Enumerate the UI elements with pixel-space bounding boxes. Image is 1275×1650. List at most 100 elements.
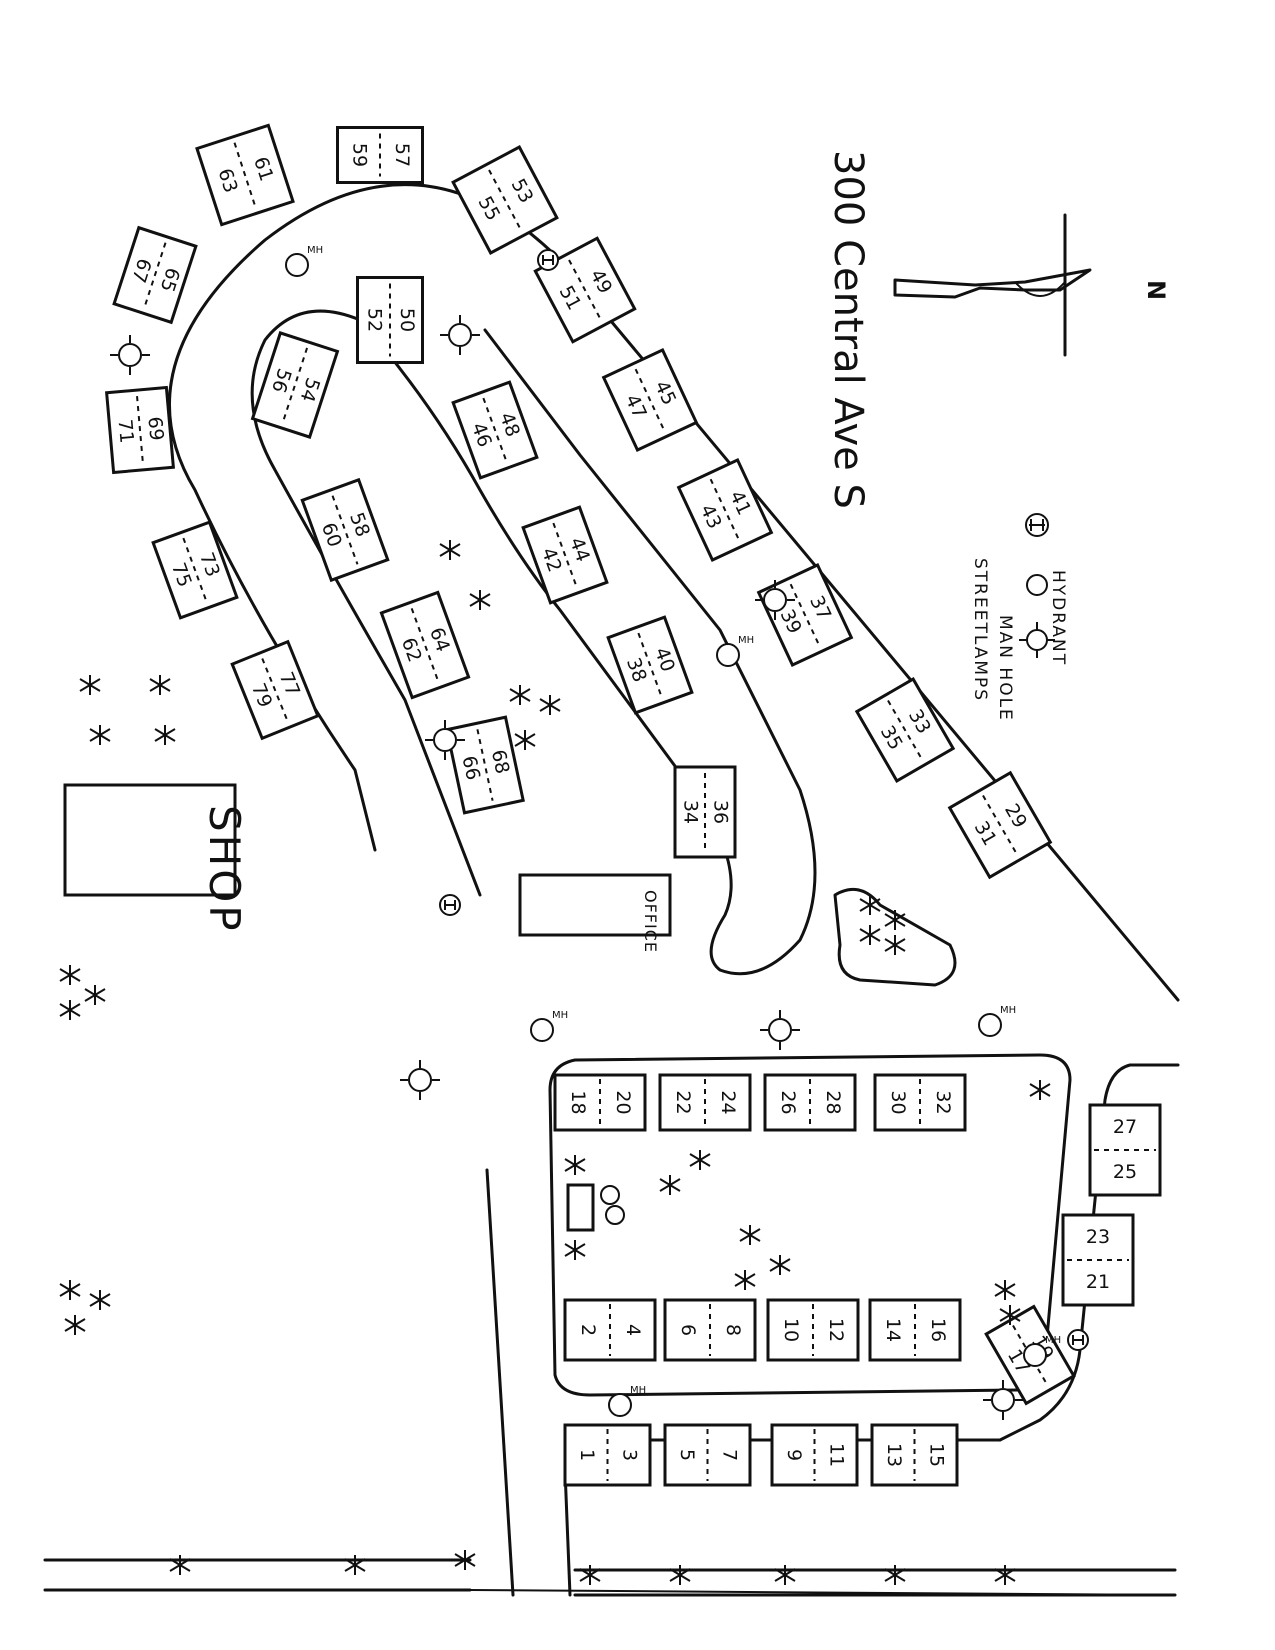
lot-number: 25	[1113, 1161, 1137, 1183]
shrub-icon	[884, 935, 906, 955]
shrub-icon	[564, 1155, 586, 1175]
shrub-icon	[89, 1290, 111, 1310]
lot-outline	[770, 1423, 859, 1487]
office-building: OFFICE	[518, 873, 672, 953]
lot-number: 32	[932, 1090, 954, 1114]
lot-outline	[300, 477, 390, 583]
lot-number: 6	[677, 1324, 699, 1336]
shrub-icon	[659, 1175, 681, 1195]
shrub-icon	[999, 1305, 1021, 1325]
lot-number: 4	[622, 1324, 644, 1336]
lot-number: 12	[825, 1318, 847, 1342]
lot-divider	[182, 537, 208, 603]
manhole-label: MH	[1045, 1335, 1061, 1346]
shrub-icon	[64, 1315, 86, 1335]
lot-number: 3	[618, 1449, 640, 1461]
lot-outline	[663, 1298, 757, 1362]
triangle-island	[833, 887, 957, 987]
shrub-icon	[884, 910, 906, 930]
lot-outline	[868, 1298, 962, 1362]
shrub-icon	[514, 730, 536, 750]
lot-number: 57	[391, 143, 413, 167]
lot-divider	[136, 396, 144, 464]
hydrant-icon	[537, 249, 559, 271]
shrub-icon	[59, 1280, 81, 1300]
legend-streetlamp	[1019, 622, 1055, 658]
lot-number: 27	[1113, 1116, 1137, 1138]
street-name: 300 Central Ave S	[825, 150, 871, 509]
lot-outline	[563, 1298, 657, 1362]
north-arrow-icon: N	[893, 213, 1170, 357]
lot-divider	[637, 632, 663, 698]
lot-divider	[488, 169, 522, 231]
shrub-icon	[734, 1270, 756, 1290]
legend-symbols	[1019, 574, 1055, 658]
lot-outline	[663, 1423, 752, 1487]
office-label: OFFICE	[641, 890, 660, 953]
manhole-label: MH	[630, 1385, 646, 1396]
lot-outline	[379, 590, 471, 700]
shrub-icon	[994, 1280, 1016, 1300]
manhole-icon: MH	[1023, 1335, 1061, 1367]
shrub-icon	[454, 1550, 476, 1570]
lot-number: 30	[887, 1090, 909, 1114]
shrub-icon	[79, 675, 101, 695]
legend-streetlamps-label: STREETLAMPS	[970, 558, 990, 702]
lot-number: 71	[114, 418, 138, 444]
lot-number: 28	[822, 1090, 844, 1114]
manhole-label: MH	[552, 1010, 568, 1021]
north-label: N	[1142, 280, 1170, 300]
legend-manhole-label: MAN HOLE	[995, 615, 1015, 722]
lot-divider	[261, 658, 289, 722]
shrub-icon	[344, 1555, 366, 1575]
manhole-label: MH	[1000, 1005, 1016, 1016]
lot-number: 69	[143, 416, 167, 442]
lot-divider	[233, 142, 257, 208]
streetlamp-icon	[400, 1060, 440, 1100]
shrub-icon	[669, 1565, 691, 1585]
shrub-icon	[1029, 1080, 1051, 1100]
streetlamp-icon	[983, 1380, 1023, 1420]
manhole-icon: MH	[608, 1385, 646, 1417]
shrub-icon	[439, 540, 461, 560]
lot-number: 5	[676, 1449, 698, 1461]
streetlamp-icon	[425, 720, 465, 760]
manhole-icon: MH	[978, 1005, 1016, 1037]
shrub-icon	[859, 925, 881, 945]
shrub-icon	[149, 675, 171, 695]
lot-number: 22	[672, 1090, 694, 1114]
lot-number: 59	[348, 143, 370, 167]
hydrant-icon	[439, 894, 461, 916]
lot-divider	[410, 608, 440, 682]
lot-number: 21	[1086, 1271, 1110, 1293]
shrub-icon	[884, 1565, 906, 1585]
hydrant-icon	[1067, 1329, 1089, 1351]
lot-outline	[250, 331, 340, 439]
streetlamp-icon	[440, 315, 480, 355]
lot-number: 13	[883, 1443, 905, 1467]
lot-number: 66	[458, 754, 485, 782]
shrub-icon	[59, 965, 81, 985]
lot-number: 1	[576, 1449, 598, 1461]
lot-number: 34	[680, 800, 702, 824]
manhole-label: MH	[738, 635, 754, 646]
shrub-icon	[509, 685, 531, 705]
inner-island	[250, 309, 817, 976]
